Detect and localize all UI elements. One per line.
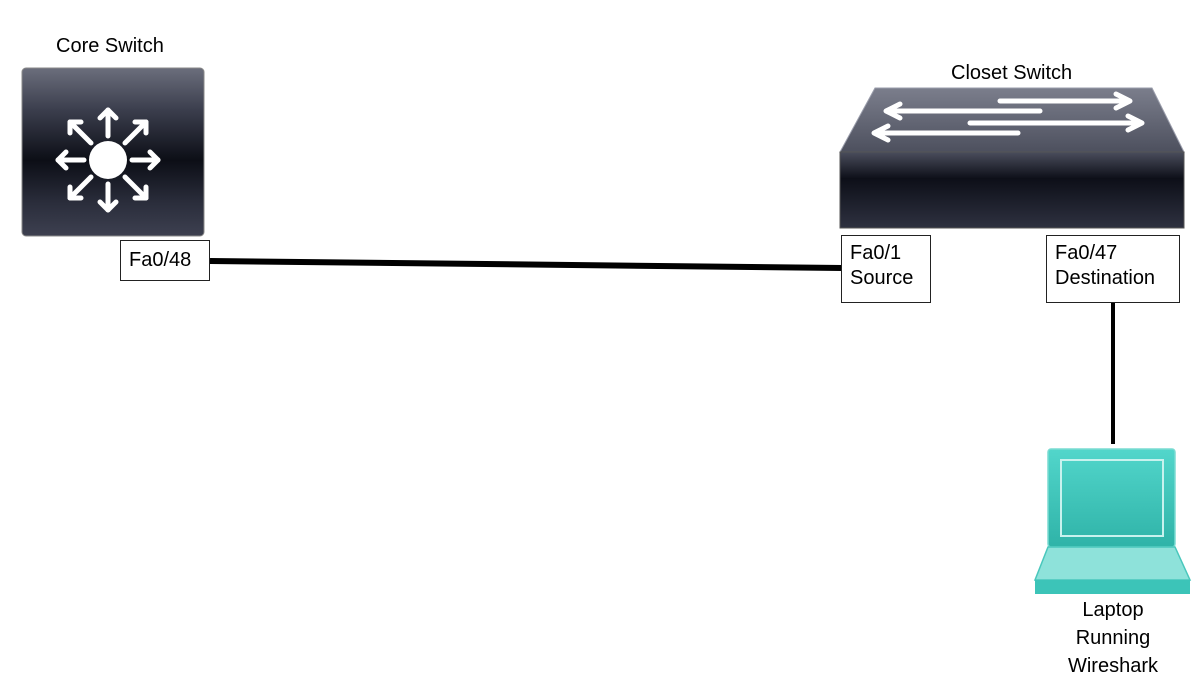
core-port-box: Fa0/48 — [120, 240, 210, 281]
laptop-label-line-3: Wireshark — [1067, 655, 1158, 677]
layer3-switch-icon — [21, 67, 205, 237]
closet-switch-label: Closet Switch — [951, 62, 1073, 84]
laptop-label-line-2: Running — [1075, 627, 1151, 649]
destination-port-name: Fa0/47 — [1055, 242, 1118, 264]
source-port-box: Fa0/1 Source — [841, 235, 931, 303]
laptop-icon — [1033, 448, 1192, 594]
workgroup-switch-icon — [839, 87, 1185, 229]
laptop-label-line-1: Laptop — [1082, 599, 1144, 621]
source-port-role: Source — [850, 267, 914, 289]
core-switch-label: Core Switch — [56, 35, 164, 57]
destination-port-box: Fa0/47 Destination — [1046, 235, 1180, 303]
laptop-label: Laptop Running Wireshark — [1050, 596, 1176, 680]
destination-port-role: Destination — [1055, 267, 1156, 289]
link-core-to-closet — [209, 258, 843, 271]
source-port-name: Fa0/1 — [850, 242, 902, 264]
core-port-label: Fa0/48 — [129, 249, 192, 271]
